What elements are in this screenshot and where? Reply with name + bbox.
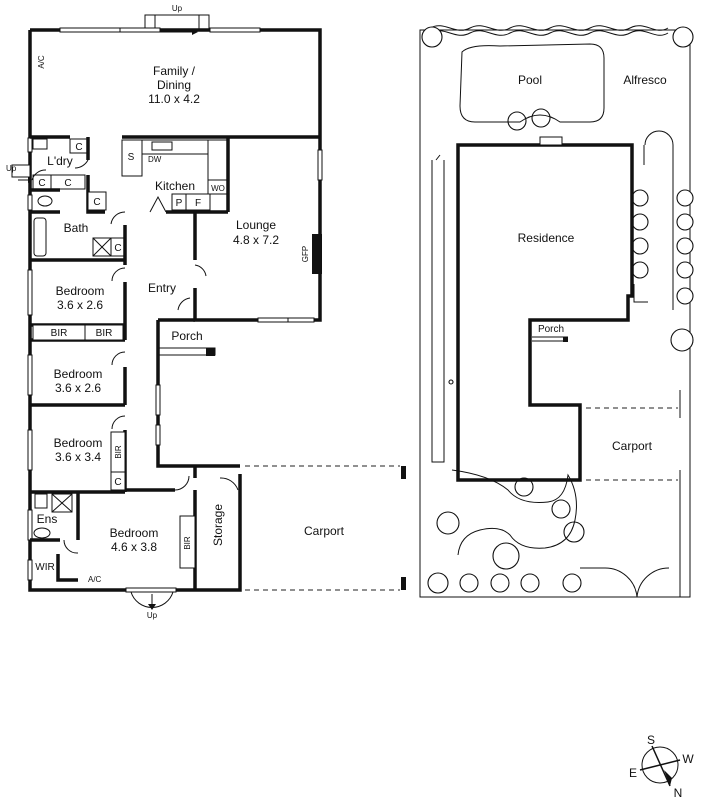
svg-text:C: C: [114, 243, 121, 254]
ac-label-top: A/C: [37, 55, 46, 69]
bedroom-4: Ens WIR A/C BIR Bedroom 4.6 x 3.8 Up: [30, 492, 196, 620]
site-residence-label: Residence: [518, 231, 575, 245]
room-porch-label: Porch: [171, 329, 202, 343]
kitchen: S DW WO P F Kitchen: [121, 137, 230, 214]
room-bedroom3-size: 3.6 x 3.4: [55, 450, 101, 464]
stairs-top-label: Up: [172, 4, 183, 13]
room-bedroom4-size: 4.6 x 3.8: [111, 540, 157, 554]
site-alfresco-label: Alfresco: [623, 73, 667, 87]
svg-text:S: S: [128, 152, 135, 163]
svg-text:BIR: BIR: [51, 328, 68, 339]
svg-text:BIR: BIR: [96, 328, 113, 339]
room-bedroom2-label: Bedroom: [54, 367, 103, 381]
trees: [421, 26, 694, 594]
compass: S W E N: [629, 733, 694, 800]
gfp-label: GFP: [301, 246, 310, 262]
site-plan: Pool Alfresco Residence Porch Carport: [419, 25, 694, 598]
room-bedroom3-label: Bedroom: [54, 436, 103, 450]
floor-plan: Up GFP A/C Family / Dining 11.: [6, 4, 406, 620]
bedroom-2: Bedroom 3.6 x 2.6: [30, 351, 127, 407]
carport-floor: Carport: [245, 465, 406, 591]
stairs-top: Up: [144, 4, 210, 35]
room-lounge-label: Lounge: [236, 218, 276, 232]
room-kitchen-label: Kitchen: [155, 179, 195, 193]
carport-site: Carport: [586, 390, 681, 597]
room-bath-label: Bath: [64, 221, 89, 235]
svg-text:C: C: [114, 477, 121, 488]
bedroom-3: BIR C Bedroom 3.6 x 3.4: [30, 415, 127, 494]
room-family-size: 11.0 x 4.2: [148, 92, 200, 106]
room-bedroom2-size: 3.6 x 2.6: [55, 381, 101, 395]
site-porch-label: Porch: [538, 324, 564, 335]
room-storage-label: Storage: [211, 504, 225, 546]
compass-e: E: [629, 766, 637, 780]
svg-text:BIR: BIR: [114, 445, 123, 459]
svg-text:P: P: [176, 198, 183, 209]
room-entry-label: Entry: [148, 281, 176, 295]
residence-outline: [456, 143, 634, 482]
svg-text:C: C: [64, 178, 71, 189]
svg-text:C: C: [93, 197, 100, 208]
room-bedroom1-size: 3.6 x 2.6: [57, 298, 103, 312]
room-laundry-label: L'dry: [47, 154, 73, 168]
bedroom-1: BIR BIR Bedroom 3.6 x 2.6: [30, 267, 127, 342]
pool-outline: [459, 43, 605, 123]
room-wir-label: WIR: [35, 562, 54, 573]
bath: Bath C: [30, 195, 127, 265]
svg-text:C: C: [75, 142, 82, 153]
site-pool-label: Pool: [518, 73, 542, 87]
compass-s: S: [647, 733, 655, 747]
compass-w: W: [682, 752, 694, 766]
room-bedroom4-label: Bedroom: [110, 526, 159, 540]
room-ensuite-label: Ens: [37, 512, 58, 526]
laundry: C L'dry C C C Up: [6, 137, 107, 214]
site-boundary: [419, 29, 691, 598]
site-carport-label: Carport: [612, 439, 653, 453]
compass-n: N: [674, 786, 683, 800]
svg-text:Up: Up: [6, 164, 17, 173]
svg-text:DW: DW: [148, 155, 162, 164]
room-carport-label: Carport: [304, 524, 345, 538]
room-bedroom1-label: Bedroom: [56, 284, 105, 298]
room-lounge-size: 4.8 x 7.2: [233, 233, 279, 247]
room-family-label-2: Dining: [157, 78, 191, 92]
room-family-label: Family /: [153, 64, 196, 78]
svg-text:WO: WO: [211, 184, 225, 193]
svg-text:F: F: [195, 198, 201, 209]
svg-text:A/C: A/C: [88, 575, 102, 584]
garden-path: [451, 469, 577, 556]
svg-text:BIR: BIR: [183, 536, 192, 550]
hedge: [429, 25, 669, 36]
svg-text:Up: Up: [147, 611, 158, 620]
svg-text:C: C: [38, 178, 45, 189]
